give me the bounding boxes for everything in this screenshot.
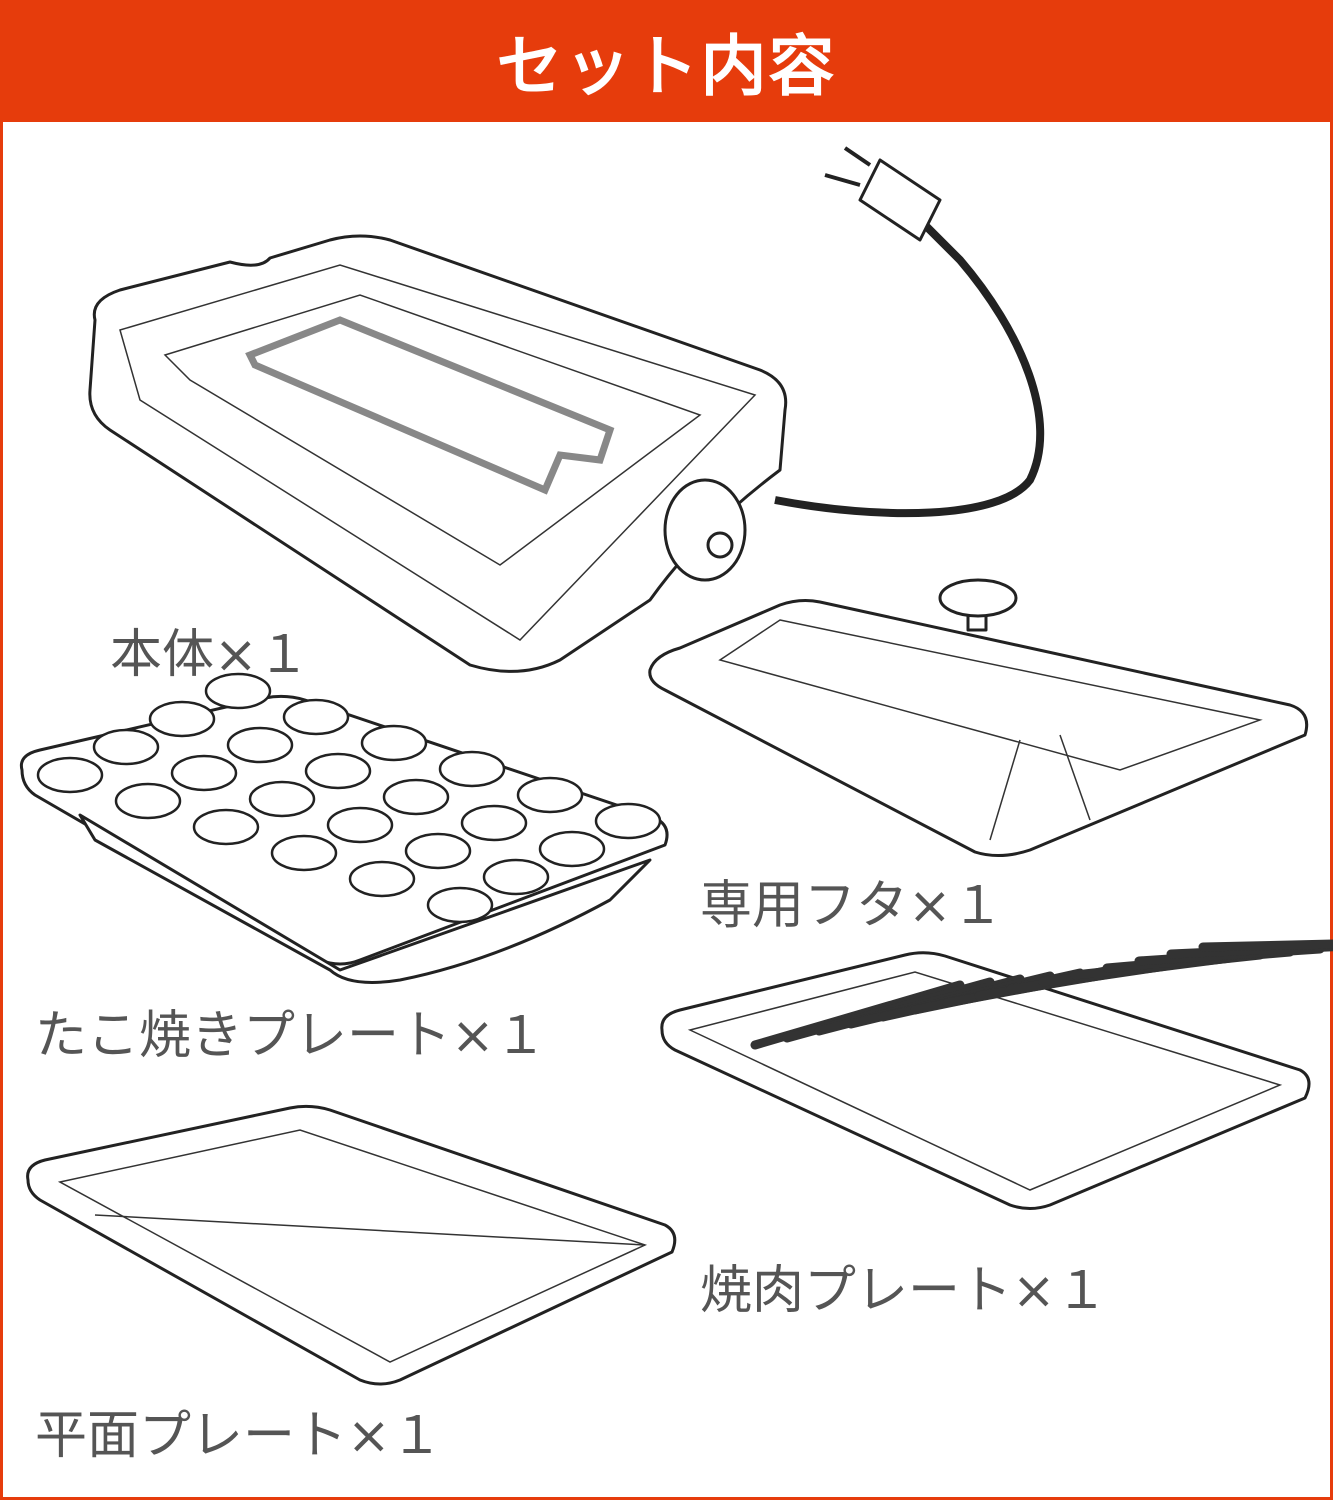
grill-plate-illustration	[660, 939, 1333, 1210]
takoyaki-hole	[114, 782, 182, 820]
takoyaki-hole	[270, 834, 338, 872]
takoyaki-hole	[326, 806, 394, 844]
takoyaki-hole	[92, 728, 160, 766]
item-label-takoyaki-plate: たこ焼きプレート×１	[35, 1006, 547, 1066]
flat-plate-illustration	[26, 1104, 677, 1386]
lid-illustration	[648, 578, 1309, 857]
takoyaki-hole	[382, 778, 450, 816]
takoyaki-hole	[170, 754, 238, 792]
item-label-main-unit: 本体×１	[110, 625, 310, 685]
takoyaki-hole	[204, 672, 272, 710]
header-banner: セット内容	[0, 0, 1333, 122]
takoyaki-hole	[482, 858, 550, 896]
takoyaki-hole	[282, 698, 350, 736]
takoyaki-hole	[192, 808, 260, 846]
takoyaki-plate-illustration	[19, 672, 669, 984]
item-label-lid: 専用フタ×１	[700, 876, 1004, 936]
takoyaki-hole	[148, 700, 216, 738]
takoyaki-hole	[304, 752, 372, 790]
takoyaki-hole	[226, 726, 294, 764]
takoyaki-hole	[426, 886, 494, 924]
takoyaki-hole	[36, 756, 104, 794]
takoyaki-hole	[516, 776, 584, 814]
takoyaki-hole	[594, 802, 662, 840]
takoyaki-hole	[538, 830, 606, 868]
grill-ridge	[1198, 939, 1333, 952]
takoyaki-hole	[404, 832, 472, 870]
takoyaki-hole	[360, 724, 428, 762]
page-title: セット内容	[496, 28, 837, 105]
main-unit-illustration	[88, 234, 788, 673]
takoyaki-hole	[460, 804, 528, 842]
takoyaki-hole	[248, 780, 316, 818]
takoyaki-hole	[348, 860, 416, 898]
item-label-grill-plate: 焼肉プレート×１	[700, 1261, 1108, 1321]
takoyaki-hole	[438, 750, 506, 788]
power-cord-illustration	[774, 146, 1045, 518]
item-label-flat-plate: 平面プレート×１	[35, 1406, 443, 1466]
